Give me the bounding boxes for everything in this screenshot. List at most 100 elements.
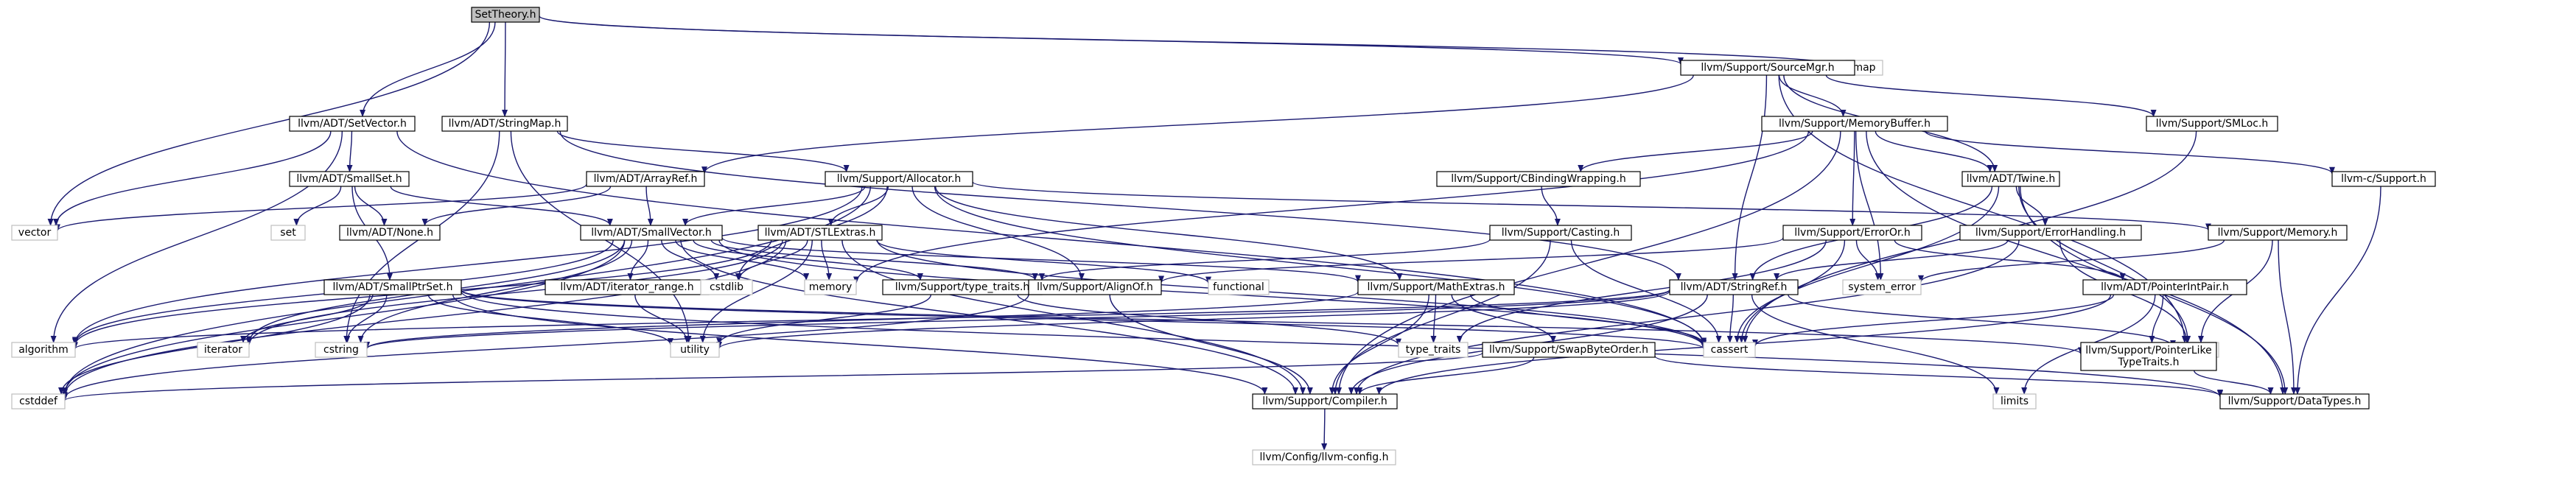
edge-sourcemgr-to-stringref (1732, 74, 1768, 281)
edge-setvector-to-algorithm (50, 130, 343, 343)
node-settheory[interactable]: SetTheory.h (471, 7, 540, 23)
edge-memorybuffer-to-datatypes (1866, 130, 2286, 395)
node-errorhandling[interactable]: llvm/Support/ErrorHandling.h (1959, 225, 2142, 241)
edge-smallptrset-to-utility (427, 294, 673, 346)
edge-stringref-to-cstring (364, 289, 1670, 350)
edge-stlextras-to-cstddef (62, 239, 787, 397)
node-label: memory (809, 281, 853, 293)
node-cbindingwrapping[interactable]: llvm/Support/CBindingWrapping.h (1436, 171, 1641, 187)
edge-smallptrset-to-pointerliketypetraits (461, 289, 2084, 355)
node-label: llvm/ADT/PointerIntPair.h (2101, 281, 2229, 293)
edge-stringref-to-utility (716, 290, 1670, 350)
edge-stringref-to-algorithm (72, 289, 1670, 350)
node-label: llvm/Support/PointerLike (2085, 345, 2212, 356)
edge-csupport-to-datatypes (2295, 186, 2381, 395)
edge-stlextras-to-cstdlib (736, 239, 808, 281)
edge-setvector-to-cassert (396, 130, 1707, 347)
edge-stlextras-to-memorysys (821, 239, 833, 281)
node-compiler[interactable]: llvm/Support/Compiler.h (1252, 393, 1398, 410)
node-smallvector[interactable]: llvm/ADT/SmallVector.h (580, 225, 723, 241)
node-twine[interactable]: llvm/ADT/Twine.h (1961, 171, 2060, 187)
node-box (441, 116, 568, 132)
node-label: llvm/Support/Allocator.h (837, 173, 962, 185)
node-box (315, 342, 368, 358)
node-datatypes[interactable]: llvm/Support/DataTypes.h (2219, 393, 2370, 410)
node-box (289, 171, 410, 187)
node-label: llvm/ADT/SetVector.h (298, 118, 407, 130)
edge-stringmap-to-stringref (559, 130, 1681, 281)
node-allocator[interactable]: llvm/Support/Allocator.h (825, 171, 973, 187)
node-box (1436, 171, 1641, 187)
edge-smallptrset-to-cstring (344, 294, 388, 343)
node-box (1028, 279, 1162, 295)
node-box (1489, 225, 1632, 241)
node-stringmap[interactable]: llvm/ADT/StringMap.h (441, 116, 568, 132)
edge-smallvector-to-mathextras (721, 237, 1361, 283)
node-label: iterator (204, 344, 242, 356)
node-casting[interactable]: llvm/Support/Casting.h (1489, 225, 1632, 241)
edge-errororh-to-pointerintpair (1894, 239, 2126, 281)
edge-mathextras-to-swapbyteorder (1451, 294, 1556, 343)
node-box (2082, 279, 2247, 295)
edge-smallset-to-smallvector (390, 186, 613, 226)
edge-allocator-to-smallvector (682, 186, 866, 226)
edge-pointerintpair-to-cassert (1752, 294, 2115, 347)
node-box (2331, 171, 2436, 187)
edge-smallset-to-none (354, 186, 388, 226)
node-none[interactable]: llvm/ADT/None.h (339, 225, 441, 241)
node-swapbyteorder[interactable]: llvm/Support/SwapByteOrder.h (1482, 342, 1656, 358)
edge-mathextras-to-cstring (364, 291, 1359, 349)
node-typetraitsh[interactable]: llvm/Support/type_traits.h (882, 279, 1043, 295)
node-box (197, 342, 250, 358)
node-label: utility (680, 344, 710, 356)
node-smallptrset[interactable]: llvm/ADT/SmallPtrSet.h (323, 279, 462, 295)
node-label: type_traits (1406, 344, 1461, 356)
edge-errorhandling-to-stringref (1774, 239, 2009, 281)
edge-smallvector-to-cstring (357, 239, 633, 343)
node-iteratorrange[interactable]: llvm/ADT/iterator_range.h (545, 279, 710, 295)
node-label: cstring (323, 344, 359, 356)
edge-smallptrset-to-cassert (461, 289, 1707, 350)
edge-memorybuffer-to-cbindingwrapping (1578, 130, 1813, 172)
node-errororh[interactable]: llvm/Support/ErrorOr.h (1782, 225, 1922, 241)
node-label: llvm/ADT/iterator_range.h (560, 281, 693, 293)
edge-swapbyteorder-to-cstddef (62, 352, 1483, 401)
node-box (289, 116, 416, 132)
node-csupport[interactable]: llvm-c/Support.h (2331, 171, 2436, 187)
edge-pointerliketypetraits-to-datatypes (2193, 370, 2274, 395)
node-label: llvm/Support/SMLoc.h (2156, 118, 2269, 130)
edge-arrayref-to-smallvector (645, 186, 654, 226)
node-sourcemgr[interactable]: llvm/Support/SourceMgr.h (1680, 60, 1855, 76)
node-memory[interactable]: llvm/Support/Memory.h (2208, 225, 2348, 241)
edge-memory-to-datatypes (2278, 239, 2297, 395)
node-systemerror: system_error (1842, 279, 1922, 295)
edge-iteratorrange-to-utility (634, 294, 690, 343)
node-smloc[interactable]: llvm/Support/SMLoc.h (2146, 116, 2278, 132)
node-stringref[interactable]: llvm/ADT/StringRef.h (1669, 279, 1799, 295)
edge-smallptrset-to-compiler (452, 294, 1268, 395)
edge-sourcemgr-to-string (1778, 74, 2188, 343)
node-smallset[interactable]: llvm/ADT/SmallSet.h (289, 171, 410, 187)
node-pointerintpair[interactable]: llvm/ADT/PointerIntPair.h (2082, 279, 2247, 295)
node-cassert: cassert (1703, 342, 1756, 358)
node-mathextras[interactable]: llvm/Support/MathExtras.h (1357, 279, 1515, 295)
node-memorybuffer[interactable]: llvm/Support/MemoryBuffer.h (1761, 116, 1948, 132)
node-stlextras[interactable]: llvm/ADT/STLExtras.h (757, 225, 883, 241)
edge-smallset-to-set (293, 186, 342, 226)
edge-mathextras-to-compiler (1329, 294, 1429, 395)
edge-pointerintpair-to-pointerliketypetraits (2149, 294, 2164, 343)
node-box (270, 225, 306, 241)
node-box (1959, 225, 2142, 241)
node-label: llvm/ADT/Twine.h (1967, 173, 2055, 185)
edge-errororh-to-typetraits (1456, 239, 1827, 343)
node-setvector[interactable]: llvm/ADT/SetVector.h (289, 116, 416, 132)
node-box (11, 393, 66, 410)
node-alignof[interactable]: llvm/Support/AlignOf.h (1028, 279, 1162, 295)
edge-allocator-to-algorithm (72, 186, 863, 345)
edge-setvector-to-vector (53, 130, 332, 226)
node-label: llvm/ADT/ArrayRef.h (594, 173, 698, 185)
node-arrayref[interactable]: llvm/ADT/ArrayRef.h (586, 171, 705, 187)
node-box (1992, 393, 2037, 410)
node-label: llvm/ADT/STLExtras.h (765, 227, 876, 239)
